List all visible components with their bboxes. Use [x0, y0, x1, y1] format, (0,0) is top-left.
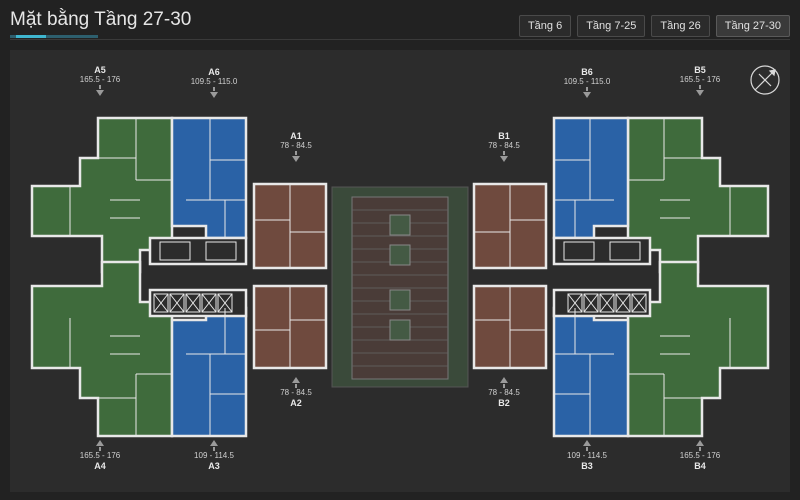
arrow-down-icon — [500, 156, 508, 162]
unit-name-A2: A2 — [290, 398, 302, 408]
unit-label-A1[interactable]: A1 78 - 84.5 — [256, 131, 336, 162]
floor-plan: A5 165.5 - 176 A6 109.5 - 115.0 A1 78 - … — [10, 50, 790, 492]
title-underline — [10, 35, 98, 38]
unit-name-B1: B1 — [498, 131, 510, 141]
unit-label-B1[interactable]: B1 78 - 84.5 — [464, 131, 544, 162]
tab-floor-26[interactable]: Tầng 26 — [651, 15, 710, 37]
lift-cores — [153, 241, 647, 313]
arrow-up-icon — [96, 440, 104, 446]
unit-name-B4: B4 — [694, 461, 706, 471]
unit-area-B1: 78 - 84.5 — [488, 141, 520, 150]
unit-B4[interactable] — [626, 260, 770, 438]
unit-area-A5: 165.5 - 176 — [79, 75, 121, 84]
arrow-icon — [295, 151, 297, 155]
unit-name-A5: A5 — [94, 65, 106, 75]
arrow-icon — [503, 384, 505, 388]
arrow-down-icon — [96, 90, 104, 96]
unit-name-B2: B2 — [498, 398, 510, 408]
page-title: Mặt bằng Tầng 27-30 — [10, 9, 192, 30]
unit-A4[interactable] — [30, 260, 174, 438]
unit-area-B6: 109.5 - 115.0 — [563, 77, 611, 86]
arrow-icon — [586, 87, 588, 91]
unit-label-A2[interactable]: 78 - 84.5 A2 — [256, 377, 336, 408]
arrow-icon — [99, 85, 101, 89]
tab-floor-27-30[interactable]: Tầng 27-30 — [715, 15, 790, 37]
unit-area-A3: 109 - 114.5 — [194, 451, 234, 460]
arrow-up-icon — [696, 440, 704, 446]
unit-label-A3[interactable]: 109 - 114.5 A3 — [174, 440, 254, 471]
unit-B3[interactable] — [552, 306, 630, 438]
unit-label-A5[interactable]: A5 165.5 - 176 — [60, 65, 140, 96]
unit-area-A1: 78 - 84.5 — [280, 141, 312, 150]
arrow-up-icon — [210, 440, 218, 446]
arrow-icon — [699, 85, 701, 89]
unit-A3[interactable] — [170, 306, 248, 438]
arrow-icon — [503, 151, 505, 155]
arrow-up-icon — [583, 440, 591, 446]
unit-area-B5: 165.5 - 176 — [679, 75, 721, 84]
arrow-up-icon — [500, 377, 508, 383]
unit-area-A4: 165.5 - 176 — [79, 451, 121, 460]
arrow-down-icon — [292, 156, 300, 162]
unit-name-A1: A1 — [290, 131, 302, 141]
arrow-down-icon — [583, 92, 591, 98]
unit-area-B2: 78 - 84.5 — [488, 388, 520, 397]
header-divider — [10, 39, 790, 40]
tab-floor-6[interactable]: Tầng 6 — [518, 15, 572, 37]
unit-area-A6: 109.5 - 115.0 — [190, 77, 238, 86]
unit-name-B3: B3 — [581, 461, 593, 471]
unit-label-B6[interactable]: B6 109.5 - 115.0 — [547, 67, 627, 98]
unit-label-B4[interactable]: 165.5 - 176 B4 — [660, 440, 740, 471]
tab-floor-7-25[interactable]: Tầng 7-25 — [577, 15, 646, 37]
arrow-icon — [99, 447, 101, 451]
unit-area-B3: 109 - 114.5 — [567, 451, 607, 460]
unit-name-B6: B6 — [581, 67, 593, 77]
title-accent-bar — [16, 35, 46, 38]
unit-area-A2: 78 - 84.5 — [280, 388, 312, 397]
unit-label-B5[interactable]: B5 165.5 - 176 — [660, 65, 740, 96]
unit-area-B4: 165.5 - 176 — [679, 451, 721, 460]
floor-plan-drawing — [30, 65, 780, 438]
unit-B6[interactable] — [552, 116, 630, 240]
arrow-icon — [699, 447, 701, 451]
arrow-down-icon — [696, 90, 704, 96]
unit-name-B5: B5 — [694, 65, 706, 75]
unit-A6[interactable] — [170, 116, 248, 240]
unit-label-B2[interactable]: 78 - 84.5 B2 — [464, 377, 544, 408]
unit-label-A6[interactable]: A6 109.5 - 115.0 — [174, 67, 254, 98]
arrow-down-icon — [210, 92, 218, 98]
unit-label-B3[interactable]: 109 - 114.5 B3 — [547, 440, 627, 471]
arrow-icon — [586, 447, 588, 451]
arrow-icon — [213, 447, 215, 451]
arrow-icon — [213, 87, 215, 91]
interior-walls — [69, 118, 731, 436]
unit-label-A4[interactable]: 165.5 - 176 A4 — [60, 440, 140, 471]
unit-name-A4: A4 — [94, 461, 106, 471]
arrow-up-icon — [292, 377, 300, 383]
compass-icon — [750, 65, 780, 95]
unit-name-A6: A6 — [208, 67, 220, 77]
arrow-icon — [295, 384, 297, 388]
floor-tabs: Tầng 6 Tầng 7-25 Tầng 26 Tầng 27-30 — [518, 15, 790, 37]
unit-name-A3: A3 — [208, 461, 220, 471]
